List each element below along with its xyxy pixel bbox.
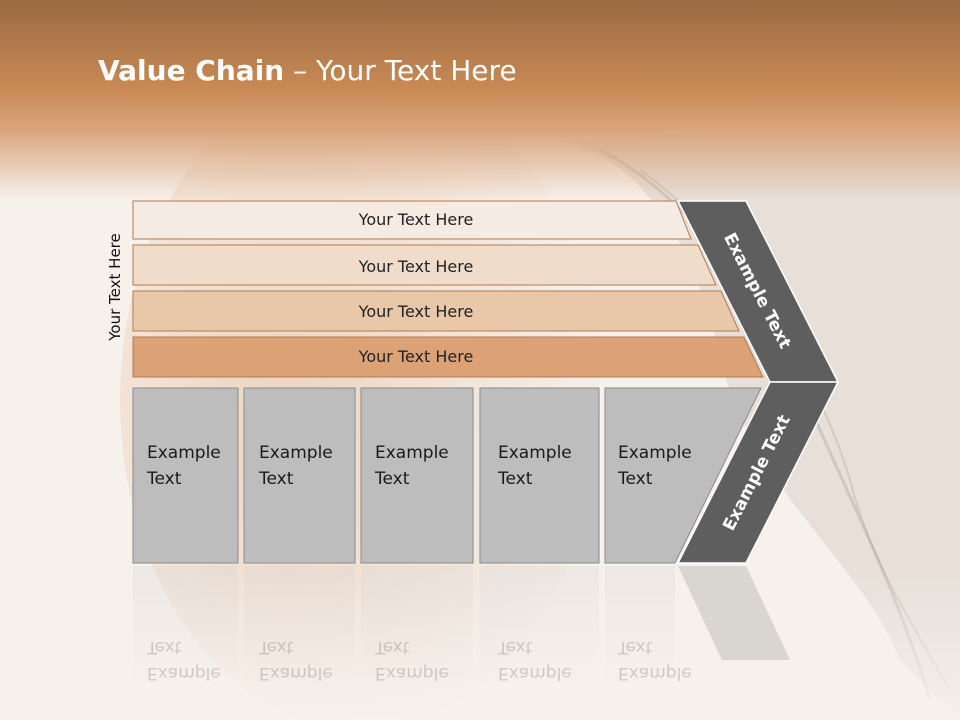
activity-cell-5-line2: Text [617, 469, 653, 489]
reflection-cell-4-line1: Example [498, 663, 572, 683]
activity-cell-4-box [479, 387, 600, 564]
activity-cell-2-line2: Text [258, 469, 294, 489]
activity-cell-1-line2: Text [146, 469, 182, 489]
slide-title-rest: – Your Text Here [284, 54, 517, 87]
activity-cell-2-line1: Example [259, 443, 333, 463]
row-bar-2: Your Text Here [132, 244, 717, 286]
activity-cell-3-box [360, 387, 474, 564]
activity-cell-1-line1: Example [147, 443, 221, 463]
activity-cell-1: Example Text [132, 387, 239, 564]
activity-cell-2: Example Text [243, 387, 356, 564]
reflection-chevron [678, 566, 790, 660]
row-bar-4-label: Your Text Here [358, 347, 474, 366]
activity-cell-3-line1: Example [375, 443, 449, 463]
reflection-cell-3 [361, 566, 473, 686]
reflection-cell-5-line2: Text [617, 637, 653, 657]
reflection-text: Example Text Example Text Example Text E… [146, 637, 692, 683]
reflection-cell-1-line2: Text [146, 637, 182, 657]
activity-cell-3-line2: Text [374, 469, 410, 489]
reflection-cell-4 [480, 566, 599, 686]
chevron-lower-arm [676, 381, 840, 564]
reflection-cell-4-line2: Text [497, 637, 533, 657]
reflection-cell-2-line1: Example [259, 663, 333, 683]
reflection-cell-5 [605, 566, 675, 686]
slide-title-bold: Value Chain [98, 54, 285, 87]
reflection-cell-2 [244, 566, 355, 686]
activity-cell-4: Example Text [479, 387, 600, 564]
row-bar-2-label: Your Text Here [358, 257, 474, 276]
reflection-cell-2-line2: Text [258, 637, 294, 657]
reflection-cell-1-line1: Example [147, 663, 221, 683]
row-bar-2-shape [132, 244, 717, 286]
activity-cell-5: Example Text [604, 387, 762, 564]
row-bar-3: Your Text Here [132, 290, 740, 332]
activity-cell-1-box [132, 387, 239, 564]
activity-cell-4-line1: Example [498, 443, 572, 463]
activity-cell-4-line2: Text [497, 469, 533, 489]
row-bar-3-shape [132, 290, 740, 332]
row-bar-4-shape [132, 336, 764, 378]
activity-cells: Example Text Example Text Example Text E… [132, 387, 762, 564]
activity-cell-5-box [604, 387, 762, 564]
row-bar-4: Your Text Here [132, 336, 764, 378]
diagram-reflection [133, 566, 790, 686]
reflection-cell-3-line1: Example [375, 663, 449, 683]
reflection-cell-1 [133, 566, 238, 686]
header-band [0, 0, 960, 200]
row-bar-3-label: Your Text Here [358, 302, 474, 321]
activity-cell-5-line1: Example [618, 443, 692, 463]
activity-cell-2-box [243, 387, 356, 564]
reflection-cell-3-line2: Text [374, 637, 410, 657]
row-bar-1-shape [132, 200, 692, 240]
reflection-cell-5-line1: Example [618, 663, 692, 683]
activity-cell-3: Example Text [360, 387, 474, 564]
row-bar-1: Your Text Here [132, 200, 692, 240]
row-bars: Your Text Here Your Text Here Your Text … [132, 200, 764, 378]
slide-title: Value Chain – Your Text Here [98, 54, 517, 87]
row-bar-1-label: Your Text Here [358, 210, 474, 229]
